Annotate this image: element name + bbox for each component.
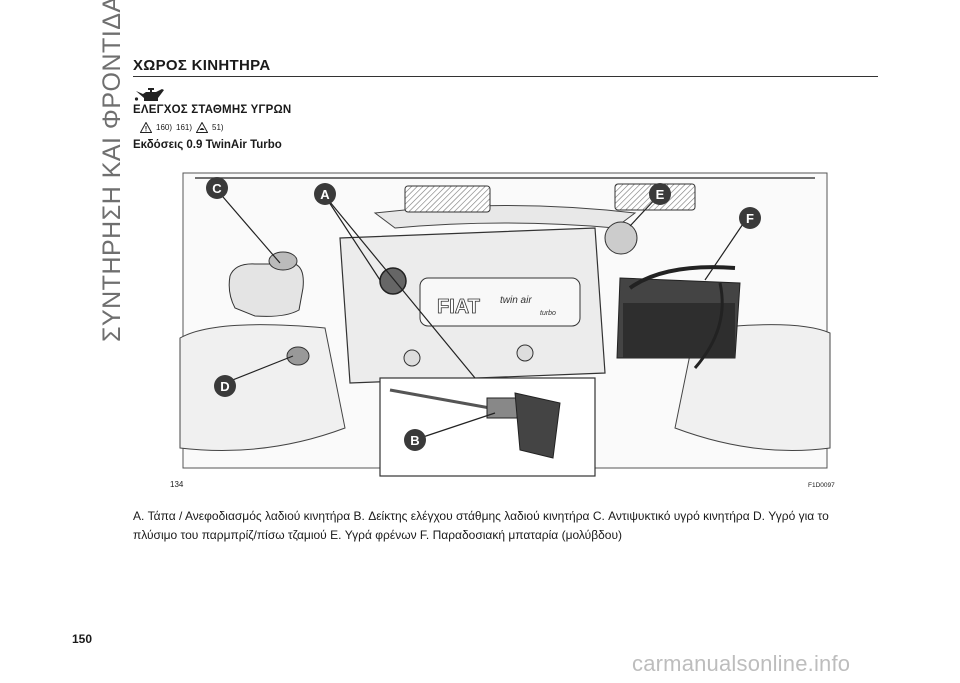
label-f: F xyxy=(746,211,754,226)
label-a: A xyxy=(320,187,330,202)
warning-triangle-icon xyxy=(140,122,152,133)
side-chapter-title: ΣΥΝΤΗΡΗΣΗ ΚΑΙ ΦΡΟΝΤΙΔΑ xyxy=(70,0,126,342)
label-c-marker: C xyxy=(206,177,228,199)
turbo-text: turbo xyxy=(540,310,556,317)
engine-cover-badge xyxy=(419,277,581,327)
twinair-text: twin air xyxy=(500,295,532,306)
label-d: D xyxy=(220,379,229,394)
label-b: B xyxy=(410,433,419,448)
watermark: carmanualsonline.info xyxy=(632,651,851,676)
fiat-logo-text: FIAT xyxy=(437,296,480,318)
oil-can-icon xyxy=(134,88,164,101)
warning-refs: 160) 161) 51) xyxy=(140,122,224,133)
label-d-marker: D xyxy=(214,375,236,397)
washer-fluid-cap xyxy=(286,346,310,366)
caution-hand-icon xyxy=(196,122,209,133)
section-title: ΧΩΡΟΣ ΚΙΝΗΤΗΡΑ xyxy=(133,57,271,74)
label-f-marker: F xyxy=(739,207,761,229)
label-b-marker: B xyxy=(404,429,426,451)
variant-title: Εκδόσεις 0.9 TwinAir Turbo xyxy=(133,139,282,151)
coolant-reservoir xyxy=(228,263,304,317)
subsection-title: ΕΛΕΓΧΟΣ ΣΤΑΘΜΗΣ ΥΓΡΩΝ xyxy=(133,104,292,116)
engine-bay-figure: FIAT twin air turbo C A E F D xyxy=(179,172,831,477)
vent-left xyxy=(404,185,491,213)
figure-code: F1D0097 xyxy=(808,482,835,489)
brake-fluid-reservoir xyxy=(604,221,638,255)
oil-filler-cap xyxy=(379,267,407,295)
warning-ref-1: 160) xyxy=(156,123,173,132)
figure-caption: A. Τάπα / Ανεφοδιασμός λαδιού κινητήρα B… xyxy=(133,509,829,542)
figure-number: 134 xyxy=(170,480,184,489)
title-rule xyxy=(133,76,878,77)
side-chapter-title-text: ΣΥΝΤΗΡΗΣΗ ΚΑΙ ΦΡΟΝΤΙΔΑ xyxy=(98,0,126,342)
warning-ref-2: 161) xyxy=(176,123,193,132)
page-number: 150 xyxy=(72,632,93,646)
label-e: E xyxy=(656,187,665,202)
warning-ref-3: 51) xyxy=(212,123,224,132)
label-c: C xyxy=(212,181,222,196)
label-a-marker: A xyxy=(314,183,336,205)
label-e-marker: E xyxy=(649,183,671,205)
